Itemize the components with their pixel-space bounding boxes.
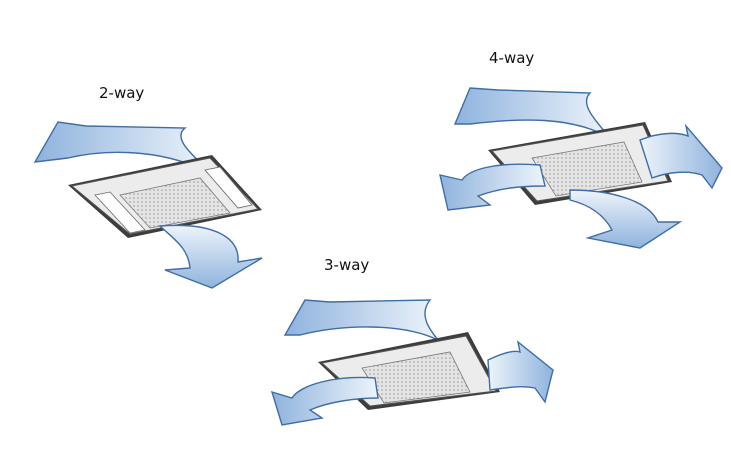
- airflow-arrow-up: [283, 299, 439, 341]
- airflow-arrow-down: [158, 224, 263, 289]
- label-2way: 2-way: [99, 84, 145, 102]
- unit-2way: [33, 121, 263, 289]
- airflow-arrow-left: [439, 163, 546, 211]
- airflow-arrow-left: [270, 376, 379, 426]
- airflow-arrow-up-left: [33, 121, 213, 176]
- airflow-arrow-right: [487, 340, 554, 404]
- label-4way: 4-way: [489, 49, 535, 67]
- label-3way: 3-way: [324, 256, 370, 274]
- airflow-arrow-right: [639, 123, 723, 190]
- unit-3way: [270, 299, 554, 426]
- airflow-arrow-down: [569, 189, 683, 249]
- cassette-panel-2way: [68, 155, 262, 238]
- unit-4way: [439, 87, 723, 249]
- airflow-arrow-up: [453, 87, 611, 139]
